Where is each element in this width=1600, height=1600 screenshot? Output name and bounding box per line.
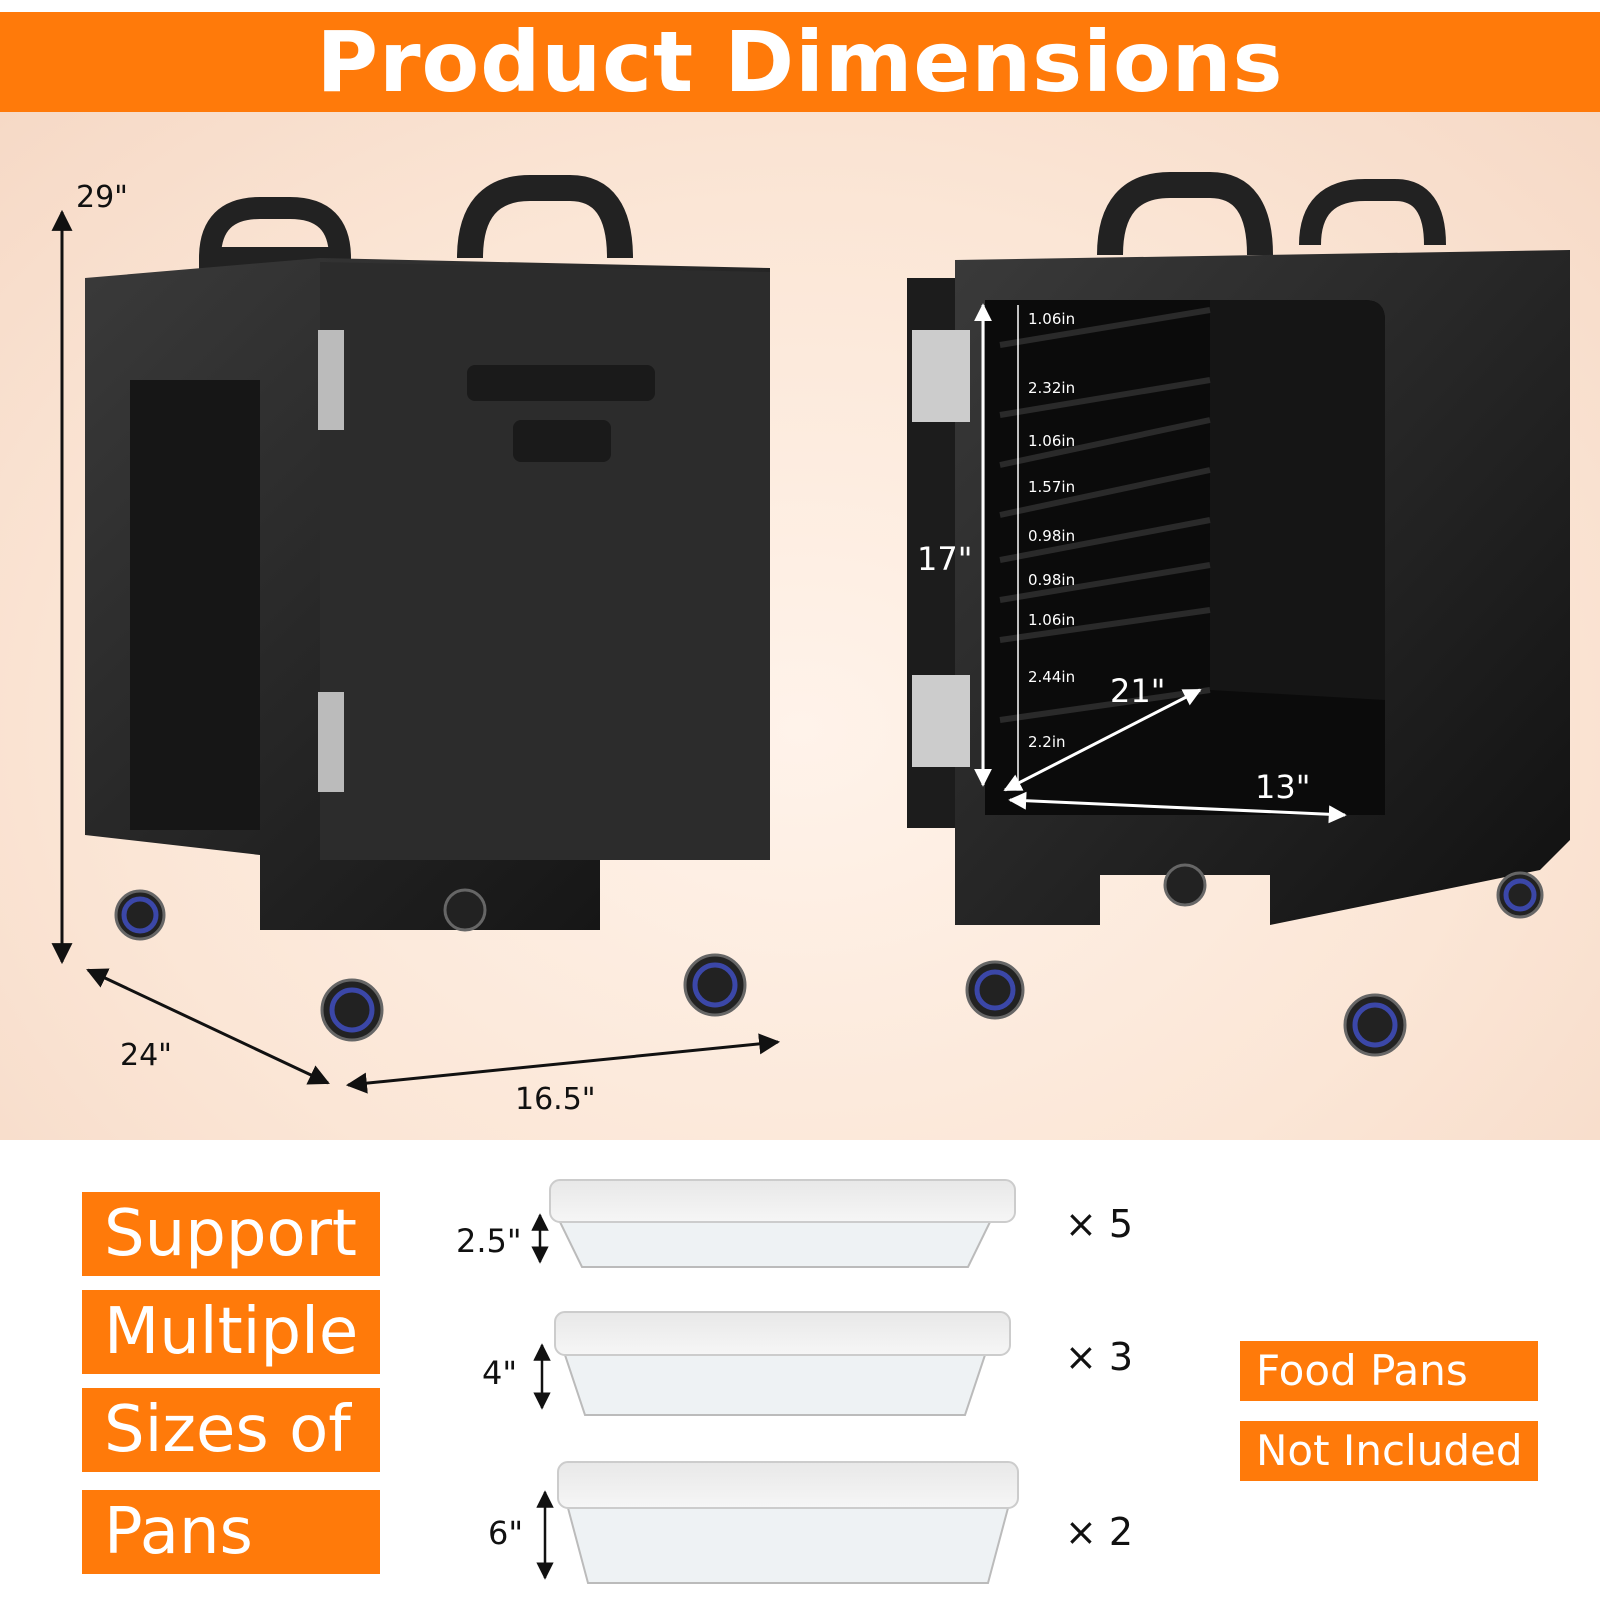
shelf-spacing-label: 1.57in xyxy=(1028,478,1076,496)
shelf-spacing-label: 2.44in xyxy=(1028,668,1076,686)
pan-quantity: × 5 xyxy=(1065,1202,1134,1246)
notice-tag: Not Included xyxy=(1240,1421,1538,1481)
depth-label: 24" xyxy=(120,1038,172,1073)
shelf-spacing-label: 1.06in xyxy=(1028,310,1076,328)
closed-cabinet xyxy=(85,175,770,1042)
width-label: 16.5" xyxy=(515,1082,596,1117)
pan-depth-label: 4" xyxy=(482,1354,518,1392)
height-label: 29" xyxy=(76,180,128,215)
pan-depth-label: 6" xyxy=(488,1514,524,1552)
food-pans xyxy=(531,1179,1019,1584)
open-cabinet xyxy=(907,172,1570,1057)
outer-dimension-arrows xyxy=(51,209,781,1094)
support-tag: Multiple xyxy=(82,1290,380,1374)
page-title: Product Dimensions xyxy=(316,13,1284,111)
pan-depth-label: 2.5" xyxy=(456,1222,522,1260)
shelf-spacing-label: 0.98in xyxy=(1028,527,1076,545)
notice-tag: Food Pans xyxy=(1240,1341,1538,1401)
shelf-spacing-label: 1.06in xyxy=(1028,611,1076,629)
shelf-spacing-label: 0.98in xyxy=(1028,571,1076,589)
inner-height-label: 17" xyxy=(917,540,973,578)
inner-width-label: 13" xyxy=(1255,768,1311,806)
title-banner: Product Dimensions xyxy=(0,12,1600,112)
support-tag: Pans xyxy=(82,1490,380,1574)
shelf-spacing-label: 2.32in xyxy=(1028,379,1076,397)
shelf-spacing-label: 2.2in xyxy=(1028,733,1066,751)
support-tag: Support xyxy=(82,1192,380,1276)
pan-quantity: × 2 xyxy=(1065,1510,1134,1554)
shelf-spacing-label: 1.06in xyxy=(1028,432,1076,450)
support-tag: Sizes of xyxy=(82,1388,380,1472)
pan-quantity: × 3 xyxy=(1065,1335,1134,1379)
inner-depth-label: 21" xyxy=(1110,672,1166,710)
